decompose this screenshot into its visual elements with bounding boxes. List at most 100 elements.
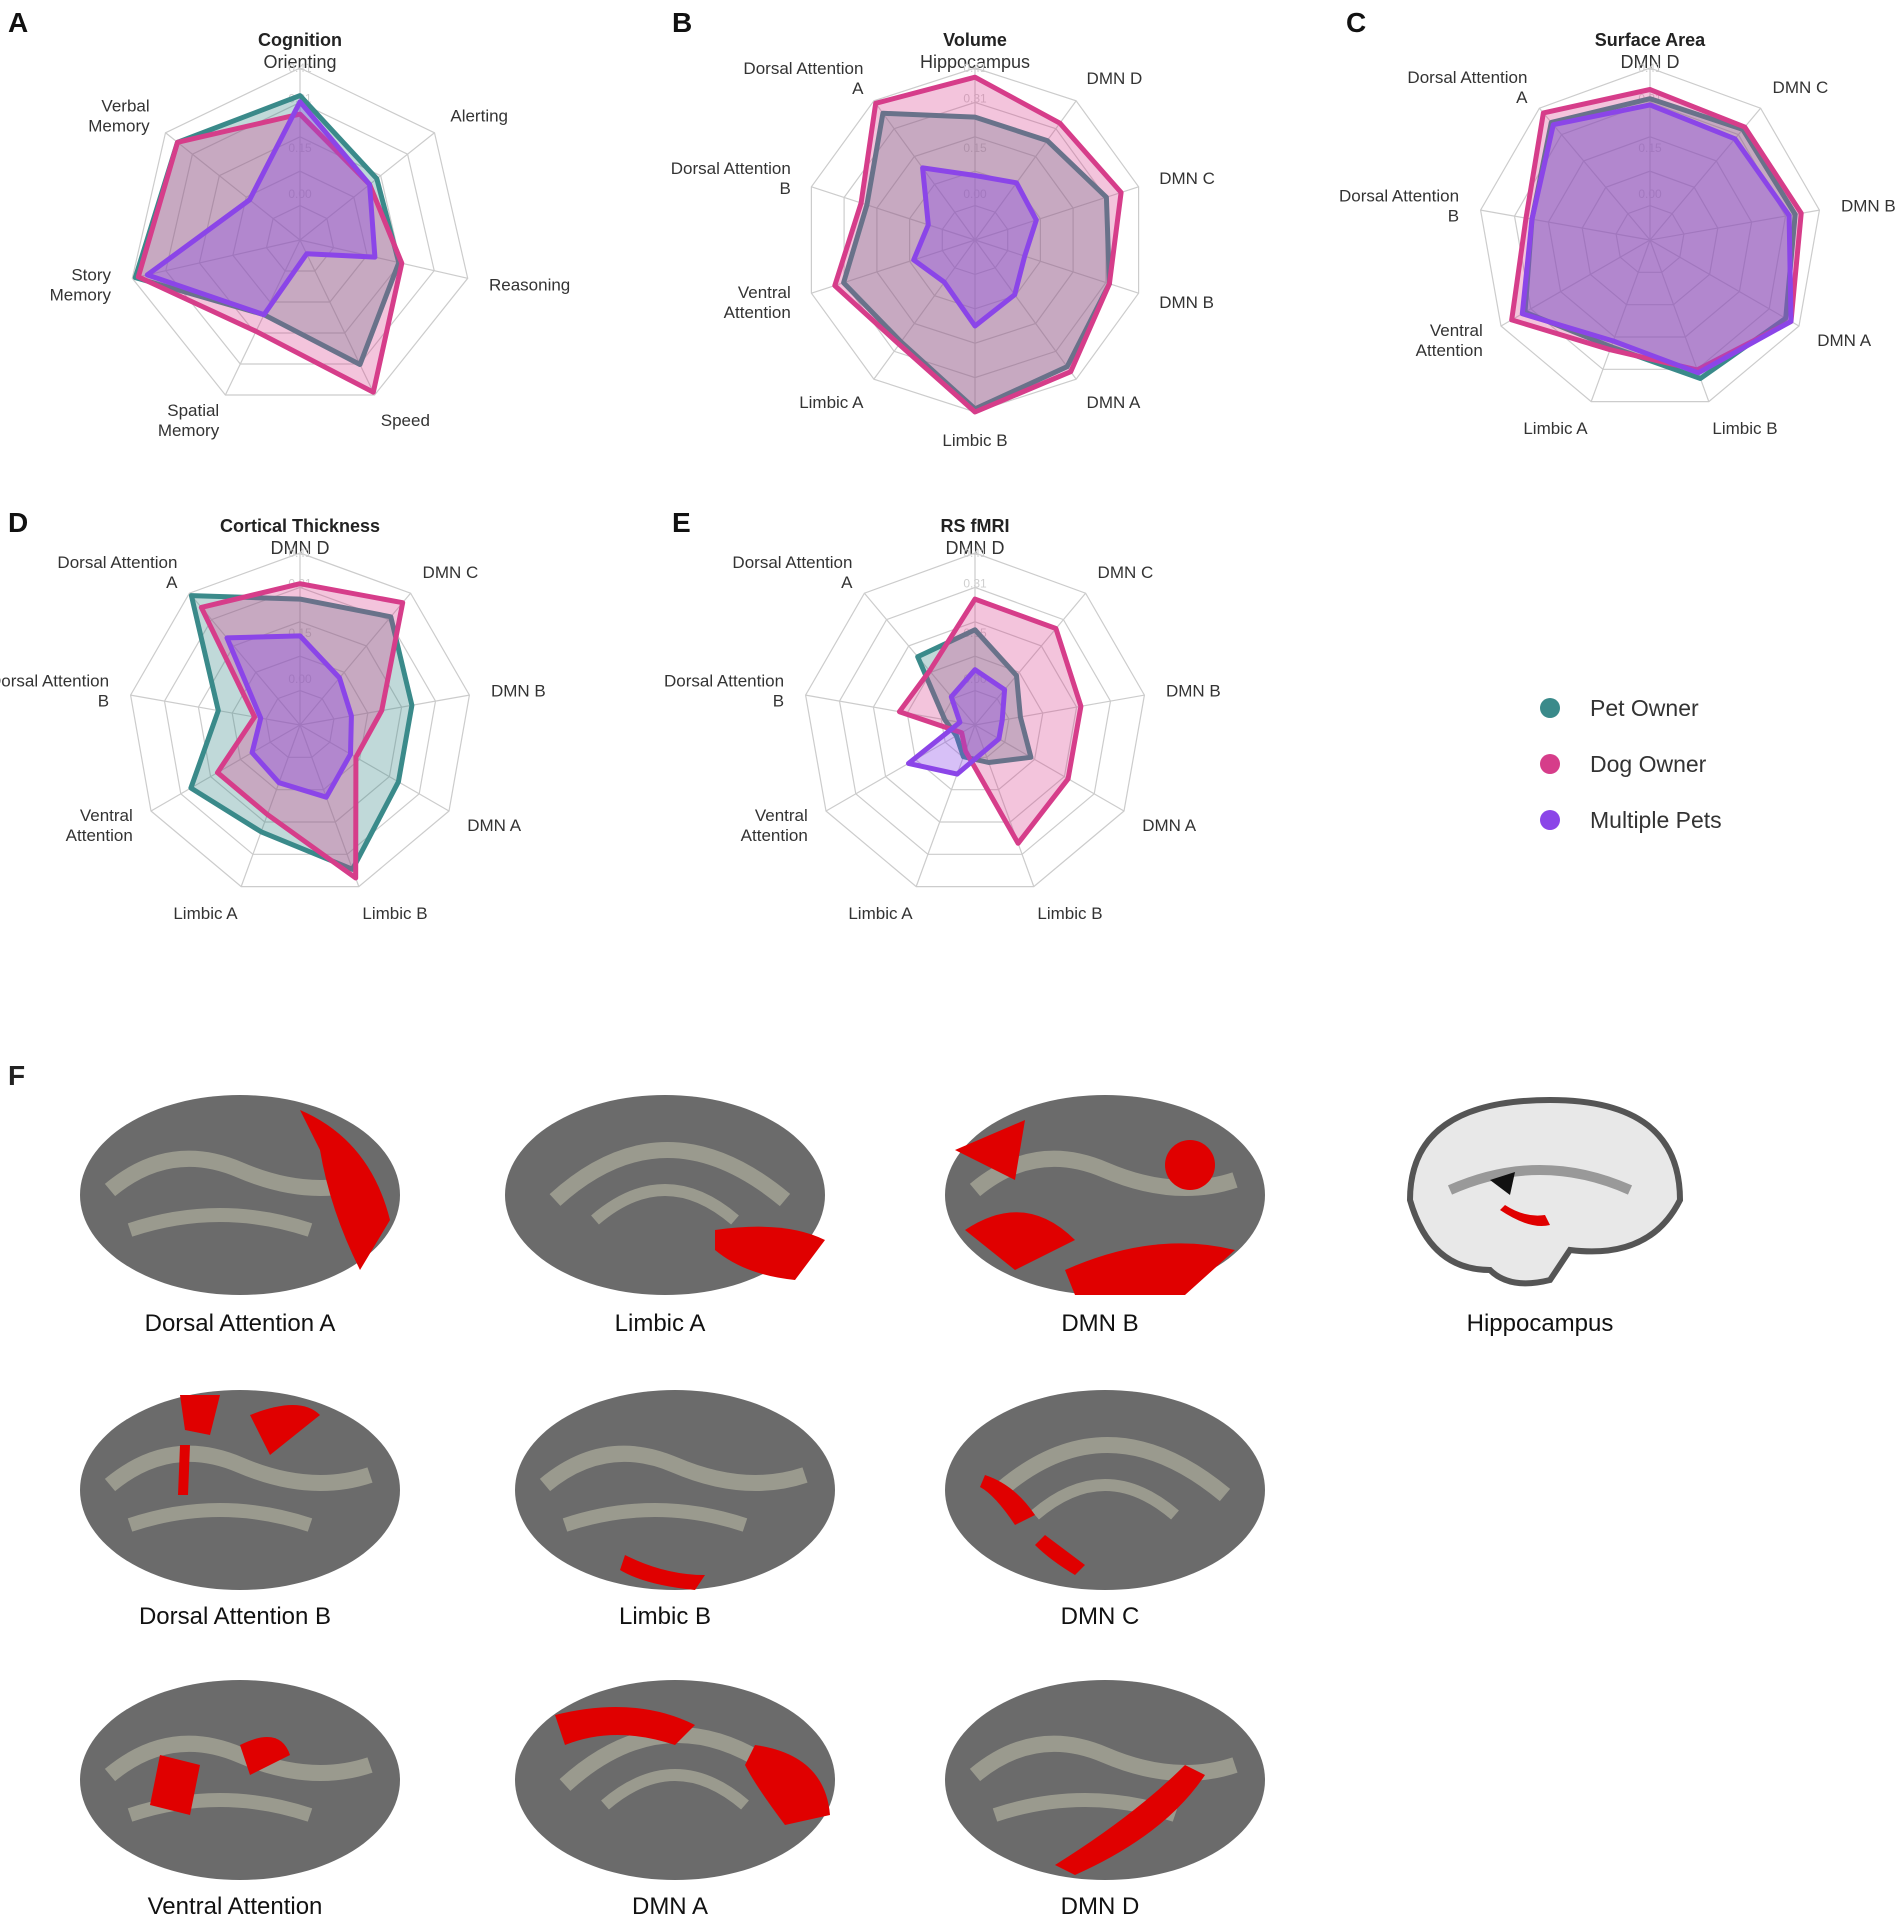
axis-label-dmn-b: DMN B <box>491 681 546 700</box>
brain-label: DMN B <box>1061 1310 1139 1337</box>
axis-label-limbic-a: Limbic A <box>848 904 913 923</box>
legend-item-multiple-pets: Multiple Pets <box>1540 792 1722 848</box>
grid-ring <box>1615 204 1685 273</box>
axis-label-dmn-a: DMN A <box>1142 816 1197 835</box>
legend-label: Multiple Pets <box>1590 806 1722 833</box>
grid-spoke <box>224 239 301 396</box>
legend-label: Pet Owner <box>1590 694 1699 721</box>
tick-label: 0.00 <box>288 187 312 201</box>
axis-label-limbic-a: Limbic A <box>1523 419 1588 438</box>
grid-spoke <box>1590 239 1651 402</box>
axis-label-reasoning: Reasoning <box>489 276 570 295</box>
brain-hippocampus <box>1390 1080 1690 1305</box>
legend-swatch-dog-owner <box>1540 754 1560 774</box>
grid-spoke <box>299 239 468 279</box>
chart-title: Volume <box>943 30 1007 50</box>
grid-spoke <box>1649 239 1800 327</box>
grid-ring <box>838 586 1112 855</box>
chart-title: RS fMRI <box>941 516 1010 536</box>
brain-label: Dorsal Attention B <box>138 1603 332 1630</box>
tick-label: 0.00 <box>1638 187 1662 201</box>
grid-spoke <box>825 724 976 812</box>
series-dog-owner <box>135 111 405 395</box>
axis-label-dmn-a: DMN A <box>1087 393 1142 412</box>
axis-label-dmn-b: DMN B <box>1166 681 1221 700</box>
grid-ring <box>165 101 435 365</box>
panel-letter: B <box>672 7 692 38</box>
tick-label: 0.31 <box>963 577 987 591</box>
panel-letter: D <box>8 507 28 538</box>
chart-subtitle: DMN D <box>946 538 1005 558</box>
axis-label-limbic-b: Limbic B <box>1037 904 1102 923</box>
axis-label-limbic-b: Limbic B <box>1712 419 1777 438</box>
grid-spoke <box>299 694 470 726</box>
grid-ring <box>129 552 471 888</box>
series-multiple-pets <box>144 99 378 318</box>
brain-label: Ventral Attention <box>147 1893 323 1920</box>
legend-label: Dog Owner <box>1590 750 1707 777</box>
axis-label-dmn-c: DMN C <box>423 563 479 582</box>
grid-ring <box>804 552 1146 888</box>
brain-dmn-d <box>935 1665 1275 1900</box>
legend-item-pet-owner: Pet Owner <box>1540 680 1722 736</box>
grid-ring <box>906 655 1044 791</box>
grid-spoke <box>811 239 976 294</box>
tick-label: 0.15 <box>288 141 312 155</box>
series-dog-owner <box>896 596 1084 846</box>
tick-label: 0.15 <box>963 141 987 155</box>
tick-label: 0.15 <box>1638 141 1662 155</box>
grid-spoke <box>299 239 376 396</box>
chart-subtitle: Orienting <box>263 52 336 72</box>
chart-subtitle: Hippocampus <box>920 52 1030 72</box>
series-multiple-pets <box>224 633 354 800</box>
grid-ring <box>197 621 403 823</box>
axis-label-dmn-d: DMN D <box>1087 69 1143 88</box>
tick-label: 0.41 <box>288 546 312 560</box>
grid-spoke <box>811 186 976 241</box>
series-dog-owner <box>1509 87 1804 373</box>
grid-ring <box>163 586 437 855</box>
brain-label: Hippocampus <box>1466 1310 1614 1337</box>
chart-title: Cortical Thickness <box>220 516 380 536</box>
chart-subtitle: DMN D <box>1621 52 1680 72</box>
grid-ring <box>131 67 469 396</box>
axis-label-dmn-a: DMN A <box>1817 331 1872 350</box>
brain-label: Limbic A <box>614 1310 706 1337</box>
brain-limbic-b <box>505 1375 845 1610</box>
grid-ring <box>265 689 335 758</box>
grid-spoke <box>130 694 301 726</box>
axis-label-speed: Speed <box>381 411 430 430</box>
grid-spoke <box>1480 209 1651 241</box>
axis-label-limbic-a: Limbic A <box>799 393 864 412</box>
grid-ring <box>265 204 335 272</box>
brain-dorsal-attention-b <box>70 1375 410 1610</box>
brain-label: DMN A <box>631 1893 708 1920</box>
brain-label: DMN C <box>1060 1603 1140 1630</box>
legend-swatch-pet-owner <box>1540 698 1560 718</box>
tick-label: 0.00 <box>963 187 987 201</box>
series-multiple-pets <box>1519 102 1794 376</box>
brain-label: Limbic B <box>618 1603 712 1630</box>
radar-chart-a: ACognitionOrienting0.410.310.150.00Alert… <box>8 7 570 440</box>
axis-label-limbic-b: Limbic B <box>362 904 427 923</box>
grid-spoke <box>974 239 1077 380</box>
grid-spoke <box>132 239 301 279</box>
chart-title: Surface Area <box>1595 30 1706 50</box>
tick-label: 0.00 <box>288 672 312 686</box>
grid-ring <box>1547 136 1753 338</box>
axis-label-dmn-c: DMN C <box>1159 169 1215 188</box>
